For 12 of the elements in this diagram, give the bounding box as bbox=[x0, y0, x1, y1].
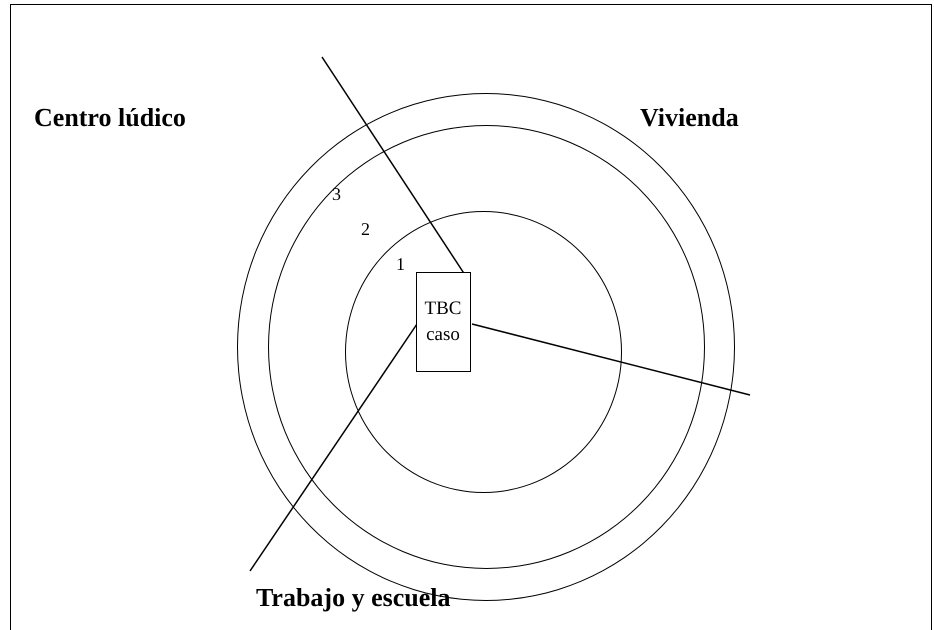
ring-number: 1 bbox=[396, 254, 405, 275]
sector-label: Centro lúdico bbox=[34, 103, 186, 133]
sector-label: Trabajo y escuela bbox=[256, 583, 450, 613]
sector-label: Vivienda bbox=[640, 103, 739, 133]
circle-ring bbox=[345, 211, 622, 493]
box-text: TBC caso bbox=[424, 296, 462, 346]
sector-line bbox=[472, 323, 750, 396]
circle-ring bbox=[268, 124, 704, 568]
sector-line bbox=[321, 56, 464, 274]
case-box bbox=[416, 272, 470, 372]
ring-number: 2 bbox=[361, 219, 370, 240]
sector-line bbox=[249, 324, 418, 572]
